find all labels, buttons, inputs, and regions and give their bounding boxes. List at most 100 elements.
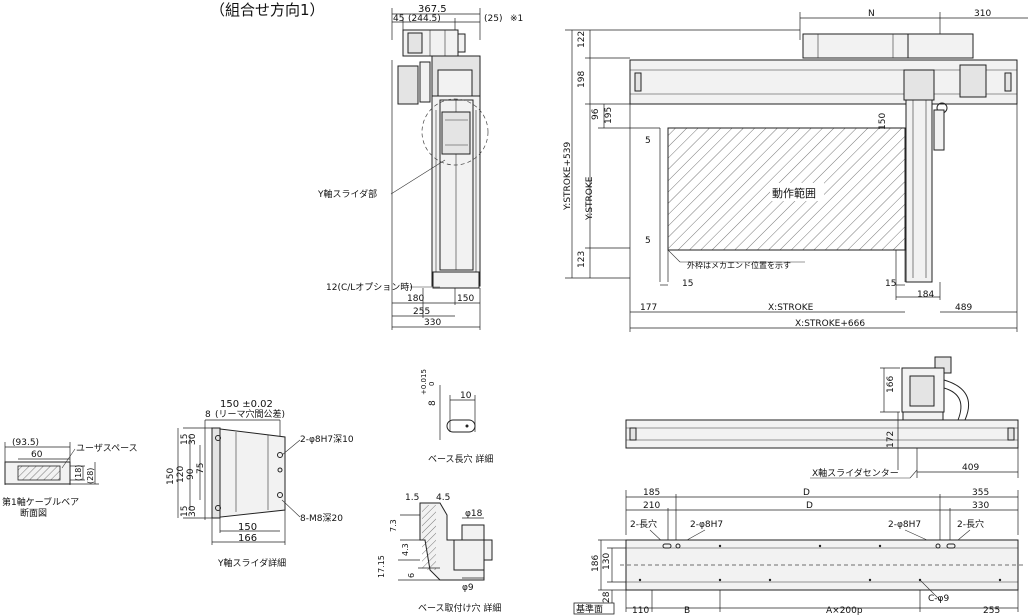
front-view: N 310 122 198 96 195 150 5 5 123 Y:STROK…	[563, 9, 1028, 332]
slot-tol0: 0	[428, 382, 436, 386]
label-cl-option: 12(C/Lオプション時)	[326, 282, 413, 293]
bv-dim-185: 185	[643, 488, 660, 498]
ys-dim-90: 90	[186, 468, 196, 480]
ys-dim-8: 8	[205, 410, 211, 420]
slot-dim-8: 8	[428, 400, 438, 406]
dim-45: 45	[393, 14, 404, 24]
dim-177: 177	[640, 303, 657, 313]
dim-184: 184	[917, 290, 934, 300]
dim-5-bottom: 5	[645, 236, 651, 246]
dim-28: (28)	[86, 468, 95, 484]
bv-hole-phi8-left: 2-φ8H7	[690, 520, 723, 530]
dim-367-5: 367.5	[418, 4, 447, 15]
md-phi18: φ18	[465, 509, 483, 519]
sv-center-label: X軸スライダセンター	[812, 467, 899, 479]
bv-dim-d: D	[806, 501, 813, 511]
ys-dim-15-top: 15	[180, 434, 190, 445]
dim-198: 198	[577, 71, 587, 88]
frame-note: 外枠はメカエンド位置を示す	[687, 260, 791, 270]
bv-dim-255: 255	[983, 606, 1000, 615]
ys-tol-note: (リーマ穴間公差)	[215, 408, 285, 420]
bv-dim-330: 330	[972, 501, 989, 511]
dim-180: 180	[407, 294, 424, 304]
md-dim-17-15: 17.15	[377, 555, 386, 578]
ys-dim-30-top: 30	[188, 433, 198, 445]
ys-dim-120: 120	[176, 466, 186, 483]
bv-base-label: 基準面	[576, 603, 603, 615]
bv-hole-slot-left: 2-長穴	[630, 518, 657, 530]
bv-dim-210: 210	[643, 501, 660, 511]
dim-330: 330	[424, 318, 441, 328]
bv-hole-phi8-right: 2-φ8H7	[888, 520, 921, 530]
bv-dim-b: B	[684, 606, 690, 615]
dim-5-top: 5	[645, 136, 651, 146]
note-1: ※1	[510, 14, 523, 24]
bv-dim-110: 110	[632, 606, 649, 615]
dim-310: 310	[974, 9, 991, 19]
md-dim-4-3: 4.3	[401, 543, 410, 556]
label-y-total: Y:STROKE+539	[563, 142, 573, 211]
cable-caption-2: 断面図	[20, 507, 47, 519]
dim-255: 255	[413, 307, 430, 317]
bv-c-phi9: C-φ9	[928, 594, 949, 604]
slot-dim-10: 10	[460, 391, 472, 401]
ys-dim-150-bottom: 150	[238, 522, 257, 533]
label-user-space: ユーザスペース	[76, 443, 138, 454]
y-slider-detail: 150 ±0.02 8 (リーマ穴間公差) 15 30 150 120 90 7…	[166, 399, 354, 569]
dim-244-5: (244.5)	[408, 14, 441, 24]
md-caption: ベース取付け穴 詳細	[418, 602, 501, 614]
md-dim-4-5: 4.5	[436, 493, 450, 503]
sv-dim-409: 409	[962, 463, 979, 473]
dim-195: 195	[604, 107, 614, 124]
ys-dim-75: 75	[196, 463, 206, 474]
bv-hole-slot-right: 2-長穴	[957, 518, 984, 530]
dim-96: 96	[591, 108, 601, 120]
ys-dim-30-bottom: 30	[188, 505, 198, 517]
dim-25: (25)	[484, 14, 502, 24]
md-dim-6: 6	[407, 573, 416, 578]
ys-top-dim: 150 ±0.02	[220, 399, 273, 410]
dim-n: N	[868, 9, 875, 19]
dim-93-5: (93.5)	[12, 438, 39, 448]
bv-dim-186: 186	[591, 555, 601, 572]
dim-60: 60	[31, 450, 43, 460]
ys-hole-2: 8-M8深20	[300, 513, 343, 524]
cable-caption-1: 第1軸ケーブルベア	[2, 496, 79, 508]
label-y-slider: Y軸スライダ部	[317, 188, 377, 200]
slot-detail: 8 +0.015 0 10 ベース長穴 詳細	[420, 369, 493, 465]
dim-150-front: 150	[878, 113, 888, 130]
md-phi9: φ9	[462, 583, 474, 593]
label-x-stroke: X:STROKE	[768, 303, 814, 313]
range-label: 動作範囲	[772, 186, 816, 200]
md-dim-7-3: 7.3	[389, 519, 398, 532]
dim-122: 122	[577, 31, 587, 48]
dim-18: (18)	[74, 465, 83, 481]
top-view: 367.5 45 (244.5) (25) ※1 Y軸スライダ部 12(C/Lオ	[317, 4, 523, 330]
label-y-stroke: Y:STROKE	[585, 176, 595, 221]
label-x-total: X:STROKE+666	[795, 319, 865, 329]
sv-dim-166: 166	[886, 376, 896, 393]
dim-15-right: 15	[885, 279, 896, 289]
base-view: 185 D 355 210 D 330 2-長穴 2-φ8H7 2-φ8H7 2…	[573, 488, 1024, 615]
ys-hole-1: 2-φ8H7深10	[300, 434, 354, 445]
ys-dim-166: 166	[238, 533, 257, 544]
ys-caption: Y軸スライダ詳細	[217, 557, 286, 569]
dim-15-left: 15	[682, 279, 693, 289]
bv-dim-130: 130	[602, 553, 612, 570]
slot-caption: ベース長穴 詳細	[428, 453, 493, 465]
ys-dim-150: 150	[166, 468, 176, 485]
bv-dim-a-200p: A×200p	[826, 606, 863, 615]
dim-150: 150	[457, 294, 474, 304]
mount-detail: 1.5 4.5 7.3 4.3 17.15 6 φ18 φ9 ベース取付け穴 詳…	[377, 493, 501, 614]
bv-dim-355: 355	[972, 488, 989, 498]
ys-dim-15-bottom: 15	[180, 506, 190, 517]
side-view: 166 172 409 X軸スライダセンター	[625, 356, 1019, 479]
cable-section: (93.5) 60 (18) (28) ユーザスペース 第1軸ケーブルベア 断面…	[2, 438, 138, 519]
dim-123: 123	[577, 251, 587, 268]
slot-tol: +0.015	[420, 369, 428, 395]
md-dim-1-5: 1.5	[405, 493, 419, 503]
drawing-title: （組合せ方向1）	[210, 1, 325, 19]
bv-dim-d-top: D	[803, 488, 810, 498]
bv-dim-28: 28	[602, 591, 612, 603]
